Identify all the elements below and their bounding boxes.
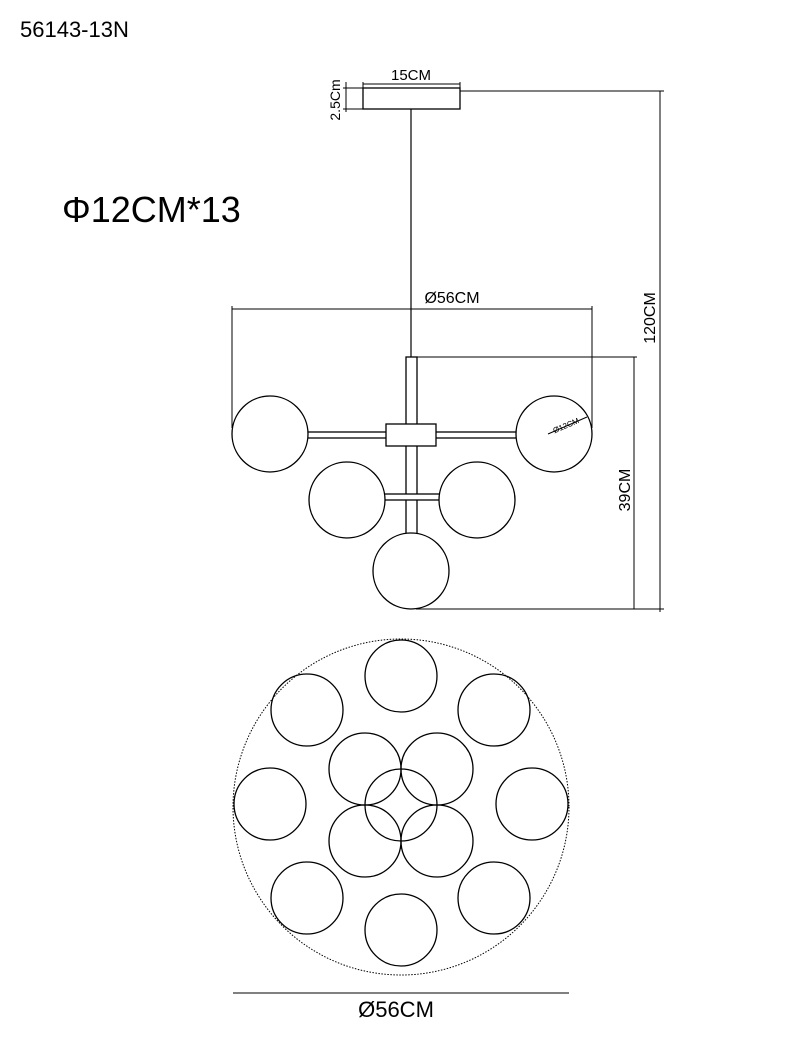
- side-view: 15CM 2.5Cm 120CM Ø56CM 39CM: [231, 67, 664, 612]
- canopy-width-label: 15CM: [391, 67, 431, 84]
- globe-bottom: [372, 532, 450, 610]
- top-view-outline: [232, 638, 570, 976]
- top-globe-outer: [495, 767, 569, 841]
- globe-left: [231, 395, 309, 473]
- globe-mid-right: [438, 461, 516, 539]
- canopy: [362, 87, 461, 110]
- canopy-height-label: 2.5Cm: [327, 79, 343, 120]
- top-globe-outer: [270, 673, 344, 747]
- top-view-diameter-label: Ø56CM: [358, 997, 434, 1022]
- body-height-label: 39CM: [617, 469, 634, 512]
- globe-spec: Φ12CM*13: [62, 189, 241, 230]
- top-globe-inner: [328, 732, 402, 806]
- overall-height-label: 120CM: [642, 292, 659, 344]
- globe-mid-left: [308, 461, 386, 539]
- top-globe-outer: [457, 861, 531, 935]
- top-globe-outer: [233, 767, 307, 841]
- hub: [385, 423, 437, 447]
- globe-right: [515, 395, 593, 473]
- top-view: Ø56CM: [232, 638, 570, 1022]
- top-globe-inner: [400, 804, 474, 878]
- top-globe-outer: [270, 861, 344, 935]
- top-globe-center: [364, 768, 438, 842]
- globe-diameter-dimension-line: [547, 416, 588, 435]
- top-globe-inner: [328, 804, 402, 878]
- top-globe-outer: [364, 639, 438, 713]
- top-globe-inner: [400, 732, 474, 806]
- fixture-diameter-label: Ø56CM: [424, 290, 479, 307]
- model-number: 56143-13N: [20, 17, 129, 42]
- top-globe-outer: [364, 893, 438, 967]
- central-stem: [405, 356, 418, 538]
- top-globe-outer: [457, 673, 531, 747]
- lower-arm: [375, 493, 449, 501]
